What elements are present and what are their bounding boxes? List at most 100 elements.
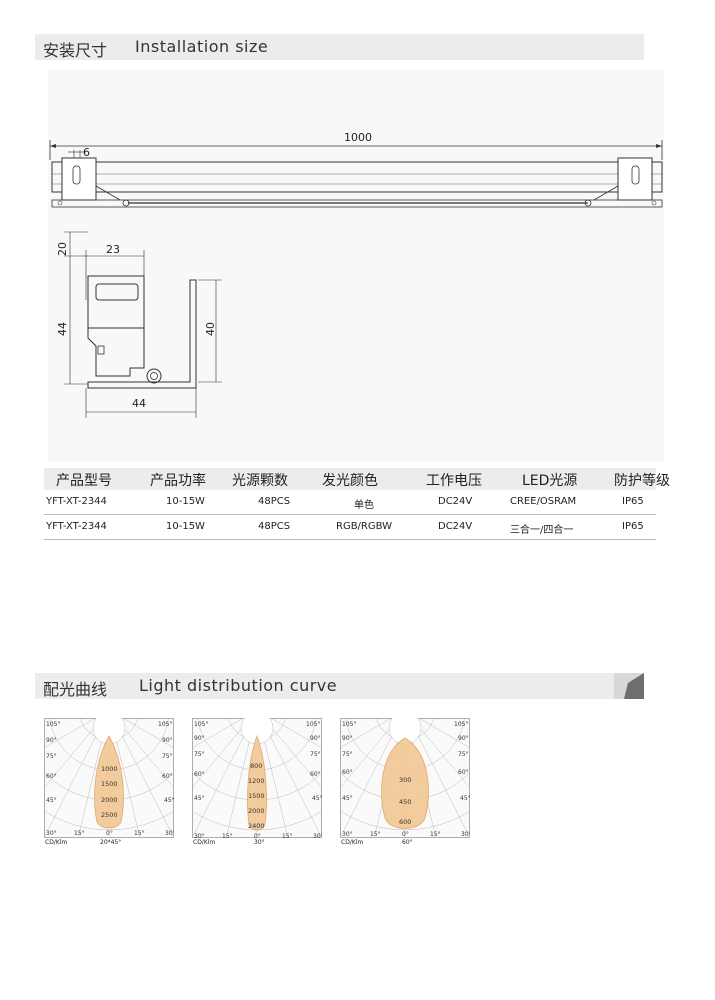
angle-tick: 45° (164, 797, 174, 804)
header-led-source: LED光源 (522, 473, 578, 489)
right-height-dimension: 40 (204, 322, 217, 336)
angle-tick: 75° (162, 753, 173, 760)
angle-tick: 0° (106, 830, 113, 837)
table-row: YFT-XT-2344 10-15W 48PCS 单色 DC24V CREE/O… (44, 490, 656, 515)
angle-tick: 15° (134, 830, 145, 837)
beam-angle-label: 20*45° (100, 839, 122, 846)
corner-decoration-icon (614, 673, 644, 699)
angle-tick: 105° (306, 721, 320, 728)
angle-tick: 90° (162, 737, 173, 744)
angle-tick: 75° (458, 751, 469, 758)
angle-tick: 45° (46, 797, 57, 804)
cd-value: 2000 (101, 796, 118, 804)
unit-label: CD/Klm (45, 839, 68, 846)
angle-tick: 60° (342, 769, 353, 776)
angle-tick: 0° (402, 831, 409, 838)
angle-tick: 60° (162, 773, 173, 780)
left-height-dimension: 44 (56, 322, 69, 336)
installation-drawing-svg: 1000 6 20 23 (49, 131, 663, 418)
unit-label: CD/Klm (341, 839, 364, 846)
angle-tick: 90° (46, 737, 57, 744)
cell-power: 10-15W (166, 521, 205, 532)
installation-size-header: 安装尺寸 Installation size (35, 34, 644, 60)
cell-model: YFT-XT-2344 (46, 521, 107, 532)
angle-tick: 90° (342, 735, 353, 742)
angle-tick: 30° (313, 833, 322, 838)
header-led-count: 光源颗数 (232, 473, 288, 489)
header-ip-rating: 防护等级 (614, 473, 670, 489)
cell-color: RGB/RGBW (336, 521, 393, 532)
beam-angle-label: 60° (402, 839, 413, 846)
angle-tick: 45° (194, 795, 205, 802)
angle-tick: 30° (461, 831, 470, 838)
table-header: 产品型号 产品功率 光源颗数 发光颜色 工作电压 LED光源 防护等级 (44, 468, 670, 490)
cd-value: 2500 (101, 811, 118, 819)
angle-tick: 75° (194, 751, 205, 758)
angle-tick: 60° (46, 773, 57, 780)
cell-model: YFT-XT-2344 (46, 496, 107, 507)
angle-tick: 105° (46, 721, 60, 728)
angle-tick: 105° (342, 721, 356, 728)
spec-table: 产品型号 产品功率 光源颗数 发光颜色 工作电压 LED光源 防护等级 YFT-… (44, 468, 670, 540)
length-dimension: 1000 (344, 131, 372, 144)
installation-drawing: 1000 6 20 23 (48, 70, 664, 462)
angle-tick: 15° (74, 830, 85, 837)
angle-tick: 30° (342, 831, 353, 838)
polar-curve-1: 105° 105° 90° 90° 75° 75° 60° 60° 45° 45… (44, 718, 174, 846)
angle-tick: 15° (370, 831, 381, 838)
light-distribution-title-zh: 配光曲线 (43, 680, 108, 699)
angle-tick: 45° (460, 795, 470, 802)
polar-curve-2: 105° 105° 90° 90° 75° 75° 60° 60° 45° 45… (192, 718, 322, 846)
angle-tick: 105° (454, 721, 468, 728)
angle-tick: 105° (194, 721, 208, 728)
cd-value: 1000 (101, 765, 118, 773)
cd-value: 300 (399, 776, 411, 784)
width-top-dimension: 23 (106, 243, 120, 256)
cd-value: 1500 (101, 780, 118, 788)
height-top-dimension: 20 (56, 242, 69, 256)
angle-tick: 0° (254, 833, 261, 838)
unit-label: CD/Klm (193, 839, 216, 846)
angle-tick: 90° (310, 735, 321, 742)
installation-size-title-zh: 安装尺寸 (43, 41, 108, 60)
bottom-width-dimension: 44 (132, 397, 146, 410)
angle-tick: 30° (46, 830, 57, 837)
header-voltage: 工作电压 (426, 473, 482, 489)
header-model: 产品型号 (56, 473, 112, 489)
angle-tick: 75° (310, 751, 321, 758)
cell-ip-rating: IP65 (622, 521, 644, 532)
cell-voltage: DC24V (438, 496, 473, 507)
cell-color: 单色 (354, 500, 374, 511)
angle-tick: 60° (310, 771, 321, 778)
cell-led-count: 48PCS (258, 521, 291, 532)
light-distribution-header: 配光曲线 Light distribution curve (35, 673, 644, 699)
angle-tick: 45° (312, 795, 322, 802)
angle-tick: 60° (458, 769, 469, 776)
cd-value: 600 (399, 818, 411, 826)
cell-led-source: 三合一/四合一 (510, 525, 574, 536)
cd-value: 800 (250, 762, 262, 770)
polar-curve-3: 105° 105° 90° 90° 75° 75° 60° 60° 45° 45… (340, 718, 470, 846)
angle-tick: 90° (194, 735, 205, 742)
polar-chart-1: 105° 105° 90° 90° 75° 75° 60° 60° 45° 45… (44, 718, 174, 838)
cd-value: 2400 (248, 822, 265, 830)
angle-tick: 30° (165, 830, 174, 837)
angle-tick: 15° (222, 833, 233, 838)
header-color: 发光颜色 (322, 473, 378, 489)
cell-voltage: DC24V (438, 521, 473, 532)
cell-ip-rating: IP65 (622, 496, 644, 507)
installation-size-title-en: Installation size (135, 37, 269, 56)
angle-tick: 75° (46, 753, 57, 760)
cd-value: 450 (399, 798, 411, 806)
cd-value: 1200 (248, 777, 265, 785)
angle-tick: 90° (458, 735, 469, 742)
cell-power: 10-15W (166, 496, 205, 507)
angle-tick: 45° (342, 795, 353, 802)
table-row: YFT-XT-2344 10-15W 48PCS RGB/RGBW DC24V … (44, 515, 656, 540)
angle-tick: 15° (430, 831, 441, 838)
cell-led-count: 48PCS (258, 496, 291, 507)
angle-tick: 60° (194, 771, 205, 778)
cd-value: 2000 (248, 807, 265, 815)
cell-led-source: CREE/OSRAM (510, 496, 577, 507)
cd-value: 1500 (248, 792, 265, 800)
